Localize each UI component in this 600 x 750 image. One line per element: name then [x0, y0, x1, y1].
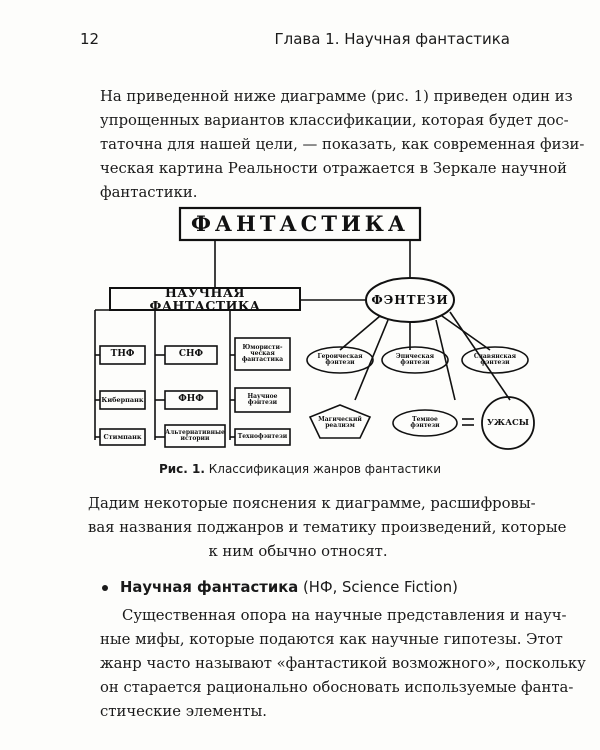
- section-bullet: Научная фантастика (НФ, Science Fiction): [100, 576, 510, 600]
- text-line: ческая картина Реальности отражается в З…: [100, 160, 568, 177]
- sf-paragraph: Существенная опора на научные представле…: [100, 604, 586, 724]
- sf-col3-item: Научное фэнтези: [247, 392, 278, 406]
- caption-text: Классификация жанров фантастики: [208, 462, 442, 476]
- genre-diagram: ФАНТАСТИКА НАУЧНАЯ ФАНТАСТИКА ФЭНТЕЗИ ТН…: [70, 200, 540, 460]
- text-line: к ним обычно относят.: [208, 543, 388, 560]
- text-line: Дадим некоторые пояснения к диаграмме, р…: [88, 495, 536, 512]
- root-box: [178, 206, 422, 242]
- page-number: 12: [80, 30, 100, 48]
- explain-paragraph: Дадим некоторые пояснения к диаграмме, р…: [88, 492, 567, 564]
- page-header: 12 Глава 1. Научная фантастика: [80, 30, 510, 52]
- fantasy-item: Славянская фэнтези: [473, 352, 517, 366]
- text-line: стические элементы.: [100, 703, 267, 720]
- bullet-subheading: (НФ, Science Fiction): [302, 579, 458, 596]
- text-line: ные мифы, которые подаются как научные г…: [100, 631, 563, 648]
- text-line: упрощенных вариантов классификации, кото…: [100, 112, 569, 129]
- magical-realism-label: Магический реализм: [318, 415, 362, 429]
- sf-col3-item: Технофэнтези: [237, 432, 288, 440]
- caption-prefix: Рис. 1.: [158, 462, 205, 476]
- text-line: он старается рационально обосновать испо…: [100, 679, 574, 696]
- bullet-heading: Научная фантастика: [120, 579, 299, 596]
- fantasy-item: Эпическая фэнтези: [395, 352, 435, 366]
- sf-col1-item: ТНФ: [110, 349, 135, 360]
- fantasy-item: Героическая фэнтези: [317, 352, 363, 366]
- horror-label: УЖАСЫ: [487, 417, 529, 428]
- text-line: Существенная опора на научные представле…: [122, 607, 567, 624]
- text-line: На приведенной ниже диаграмме (рис. 1) п…: [100, 88, 573, 105]
- sf-col3-item: Юмористи-ческая фантастика: [241, 343, 284, 364]
- text-line: таточна для нашей цели, — показать, как …: [100, 136, 585, 153]
- dark-fantasy-label: Темное фэнтези: [410, 415, 440, 429]
- sf-col2-item: СНФ: [178, 349, 204, 360]
- running-head: Глава 1. Научная фантастика: [274, 30, 510, 48]
- sf-col1-item: Стимпанк: [103, 432, 142, 441]
- figure-caption: Рис. 1. Классификация жанров фантастики: [0, 462, 600, 476]
- sf-col1-item: Киберпанк: [101, 395, 144, 404]
- text-line: жанр часто называют «фантастикой возможн…: [100, 655, 586, 672]
- sf-col2-item: Альтернативные истории: [165, 428, 225, 442]
- sf-branch-label: НАУЧНАЯ ФАНТАСТИКА: [149, 284, 261, 313]
- bullet-icon: [102, 585, 108, 591]
- sf-col2-item: ФНФ: [178, 394, 204, 405]
- text-line: вая названия поджанров и тематику произв…: [88, 519, 567, 536]
- fantasy-branch-label: ФЭНТЕЗИ: [371, 292, 449, 307]
- text-line: фантастики.: [100, 184, 198, 201]
- diagram-lines: [94, 206, 535, 450]
- root-label: ФАНТАСТИКА: [191, 210, 409, 236]
- intro-paragraph: На приведенной ниже диаграмме (рис. 1) п…: [100, 85, 585, 205]
